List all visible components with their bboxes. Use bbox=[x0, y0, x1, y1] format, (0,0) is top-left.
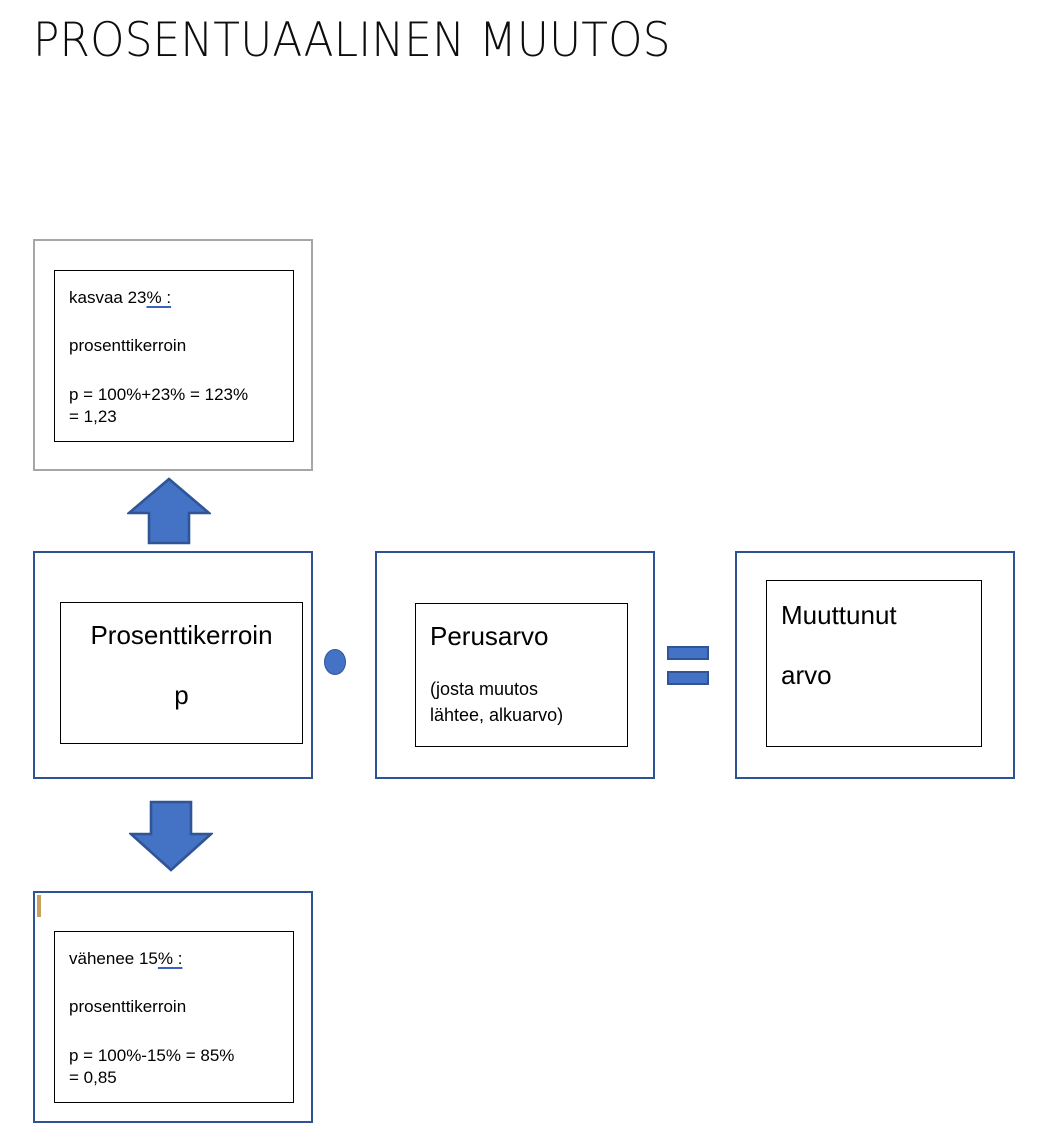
result-line-1: Muuttunut bbox=[781, 600, 897, 630]
increase-outer-frame: kasvaa 23% : prosenttikerroin p = 100%+2… bbox=[33, 239, 313, 471]
decrease-line-2: prosenttikerroin bbox=[69, 997, 187, 1017]
decrease-line-4: = 0,85 bbox=[69, 1068, 117, 1088]
decrease-line-3: p = 100%-15% = 85% bbox=[69, 1045, 235, 1065]
factor-outer-frame: Prosenttikerroin p bbox=[33, 551, 313, 779]
increase-heading-underlined: % : bbox=[146, 288, 172, 307]
base-line-2: (josta muutos bbox=[430, 678, 539, 699]
multiply-operator-icon bbox=[324, 649, 346, 675]
arrow-up-icon bbox=[125, 477, 213, 545]
decrease-heading-plain: vähenee 15 bbox=[69, 949, 158, 968]
equals-bar-bottom bbox=[667, 671, 709, 685]
increase-line-4: = 1,23 bbox=[69, 407, 117, 427]
increase-inner-box: kasvaa 23% : prosenttikerroin p = 100%+2… bbox=[54, 270, 294, 442]
factor-inner-box: Prosenttikerroin p bbox=[60, 602, 303, 744]
increase-heading-plain: kasvaa 23 bbox=[69, 288, 147, 307]
decrease-inner-box: vähenee 15% : prosenttikerroin p = 100%-… bbox=[54, 931, 294, 1103]
base-line-1: Perusarvo bbox=[430, 621, 549, 651]
factor-line-2: p bbox=[174, 679, 189, 710]
base-line-3: lähtee, alkuarvo) bbox=[430, 704, 564, 725]
factor-line-1: Prosenttikerroin bbox=[90, 620, 273, 650]
decrease-outer-frame: vähenee 15% : prosenttikerroin p = 100%-… bbox=[33, 891, 313, 1123]
decrease-heading: vähenee 15% : bbox=[69, 948, 279, 970]
increase-line-2: prosenttikerroin bbox=[69, 336, 187, 356]
arrow-down-icon bbox=[127, 800, 215, 872]
increase-line-3: p = 100%+23% = 123% bbox=[69, 384, 249, 404]
stray-marker bbox=[37, 895, 41, 917]
page-title: PROSENTUAALINEN MUUTOS bbox=[33, 13, 671, 68]
base-inner-box: Perusarvo (josta muutos lähtee, alkuarvo… bbox=[415, 603, 628, 747]
decrease-heading-underlined: % : bbox=[157, 949, 183, 968]
result-outer-frame: Muuttunut arvo bbox=[735, 551, 1015, 779]
equals-bar-top bbox=[667, 646, 709, 660]
result-line-2: arvo bbox=[781, 659, 832, 690]
base-outer-frame: Perusarvo (josta muutos lähtee, alkuarvo… bbox=[375, 551, 655, 779]
result-inner-box: Muuttunut arvo bbox=[766, 580, 982, 747]
increase-heading: kasvaa 23% : bbox=[69, 287, 279, 309]
